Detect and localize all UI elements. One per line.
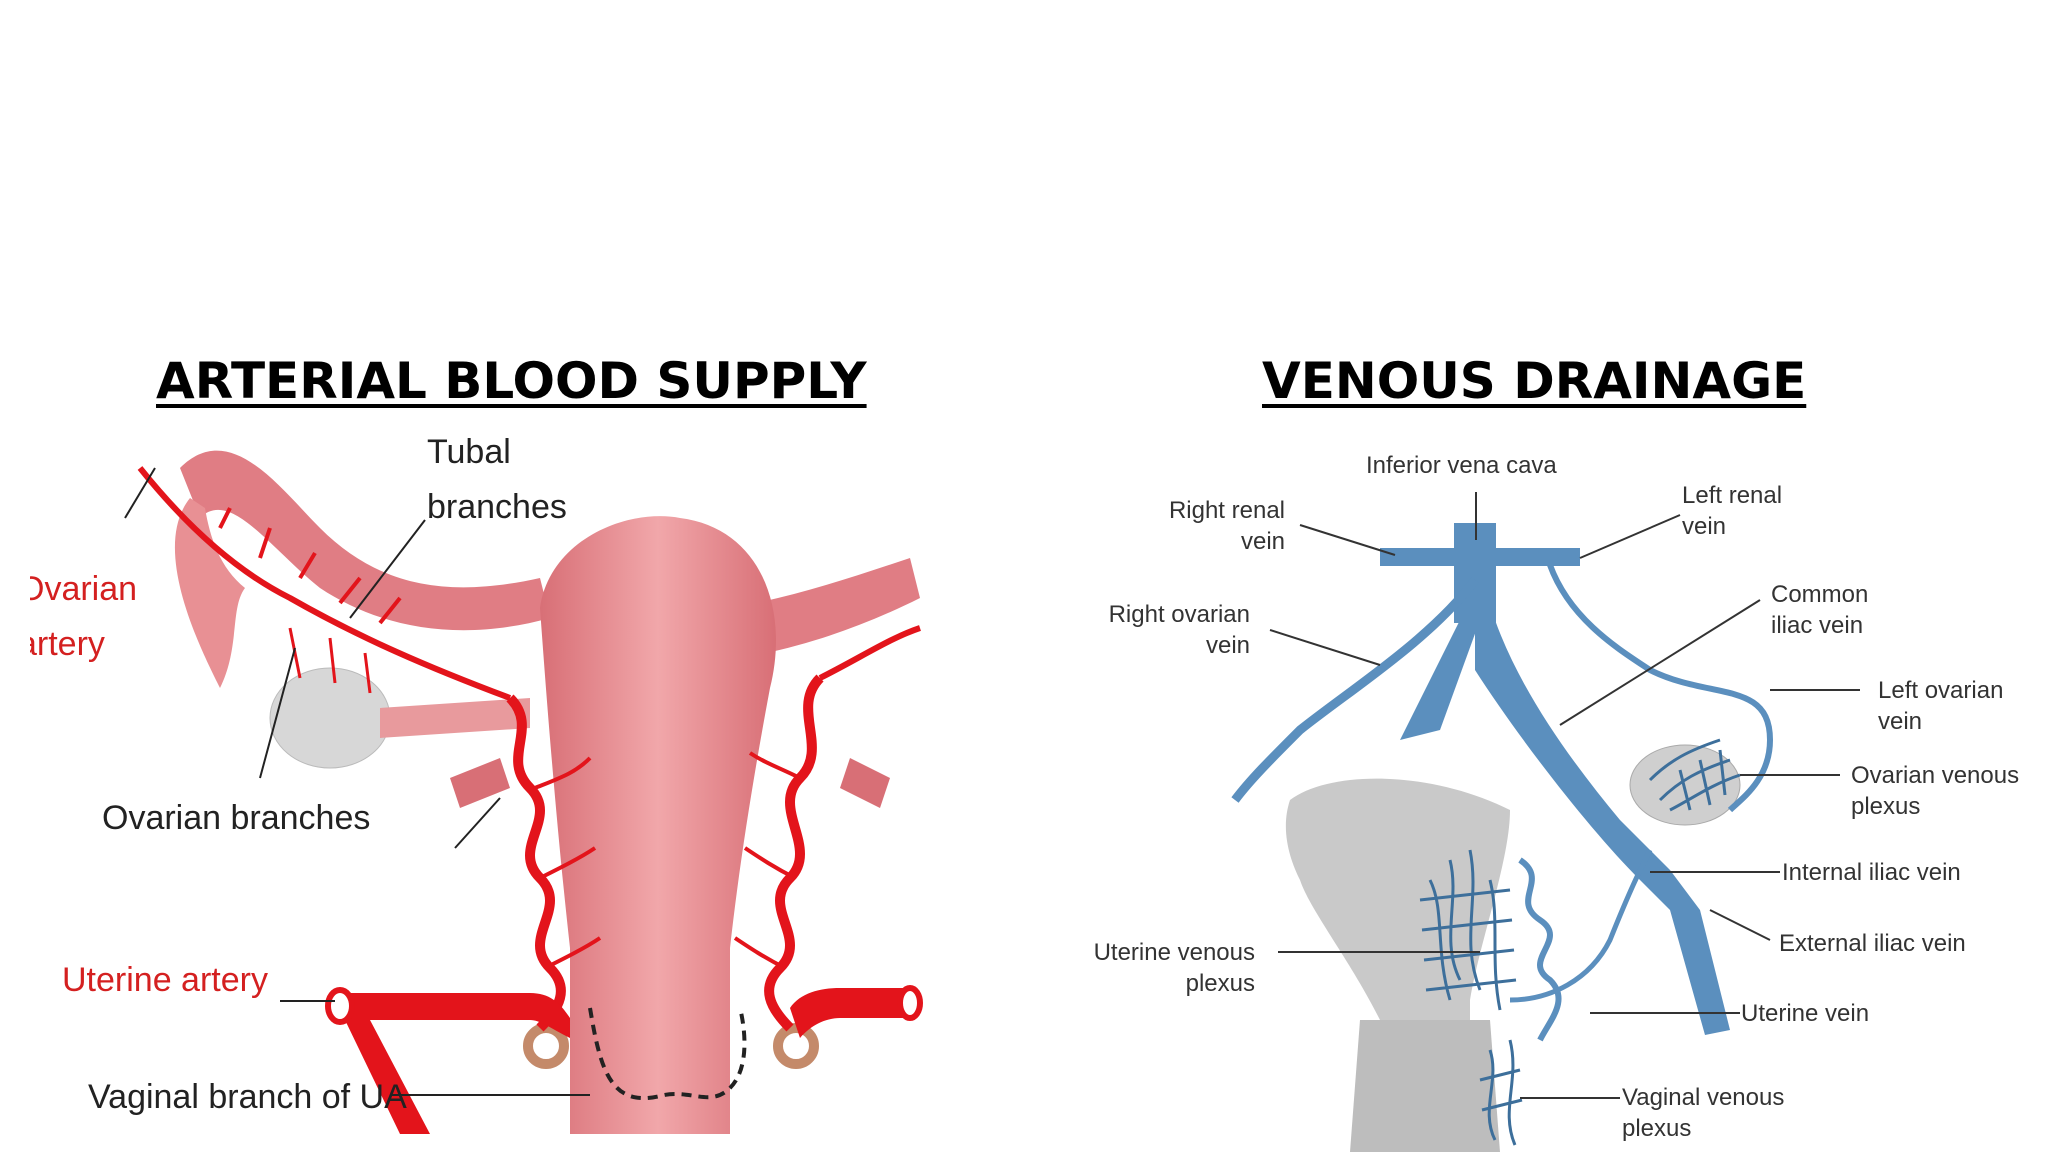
uterus-body [540,516,776,1134]
uterine-vein-label: Uterine vein [1741,1000,1869,1027]
internal-iliac-label: Internal iliac vein [1782,859,1961,886]
left-common-iliac-vessel [1475,620,1730,1035]
ovarian-artery-vessel [137,466,512,701]
right-uterine-artery-trunk [790,988,910,1038]
uterine-artery-label: Uterine artery [62,961,268,999]
uterine-wall-branches [534,751,801,970]
left-renal-leader-line [1579,514,1681,559]
common-iliac-leader-line [1559,599,1761,726]
right-ovarian-vessel [1231,577,1479,803]
left-round-ligament [450,758,510,808]
left-uterine-artery-vessel [506,694,566,1032]
uterine-vein-vessel [1509,848,1653,1003]
left-fallopian-tube [180,450,550,631]
vaginal-plexus-label-line1: Vaginal venous [1622,1084,1784,1111]
left-ovarian-label-line1: Left ovarian [1878,677,2003,704]
right-round-ligament [840,758,890,808]
right-uterine-artery-end [897,985,923,1021]
left-ovarian-vessel [1547,563,1774,813]
arterial-title: ARTERIAL BLOOD SUPPLY [156,352,867,410]
right-uterine-artery-vessel [764,674,824,1032]
left-ligament [380,698,530,738]
left-ovary [269,667,391,769]
right-renal-label-line1: Right renal [1169,497,1285,524]
left-vaginal-ring [523,1023,569,1069]
right-ovarian-label-line2: vein [1206,632,1250,659]
arterial-illustration: Tubal branches Ovarian artery Ovarian br… [18,433,923,1134]
ovarian-artery-leader-line [124,467,156,519]
vaginal-plexus-label-line2: plexus [1622,1115,1691,1142]
ovarian-artery-label-line2: artery [30,625,105,663]
venous-diagram: Inferior vena cava Right renal vein Left… [1050,440,2048,1152]
renal-veins [1380,548,1580,566]
vaginal-plexus-vessels [1479,1039,1523,1146]
tubal-label-line2: branches [427,488,567,526]
left-ovarian-label-line2: vein [1878,708,1922,735]
uterine-tortuous-vessel [1518,857,1562,1042]
ovarian-branches-leader-line [259,647,296,779]
arterial-diagram: Tubal branches Ovarian artery Ovarian br… [18,428,930,1134]
uterine-plexus-vessels [1419,849,1517,1011]
vaginal-branch-label: Vaginal branch of UA [88,1078,407,1116]
ovarian-branches-label: Ovarian branches [102,799,370,837]
ovarian-branches-leader-line-2 [454,797,501,849]
ovarian-plexus-label-line2: plexus [1851,793,1920,820]
grey-cervix [1350,1020,1500,1152]
vaginal-branch-vessel [588,1007,747,1100]
venous-illustration: Inferior vena cava Right renal vein Left… [1094,452,2019,1152]
ovarian-artery-label-line1: Ovarian [30,570,137,608]
tubal-leader-line [349,519,426,619]
left-uterine-artery-end [325,987,355,1025]
ovarian-plexus-vessels [1648,738,1741,812]
left-renal-label-line1: Left renal [1682,482,1782,509]
right-vaginal-ring [773,1023,819,1069]
left-uterine-artery-trunk [340,993,570,1038]
right-common-iliac-vessel [1400,620,1480,740]
common-iliac-label-line1: Common [1771,581,1868,608]
external-iliac-label: External iliac vein [1779,930,1966,957]
right-fallopian-tube [730,558,920,658]
right-ovarian-arcade [818,625,921,681]
external-iliac-leader-line [1709,909,1771,941]
ovarian-plexus-label-line1: Ovarian venous [1851,762,2019,789]
uterine-plexus-label-line1: Uterine venous [1094,939,1255,966]
ivc-label: Inferior vena cava [1366,452,1557,479]
tubal-label-line1: Tubal [427,433,511,471]
venous-title: VENOUS DRAINAGE [1262,352,1807,410]
common-iliac-label-line2: iliac vein [1771,612,1863,639]
uterine-plexus-label-line2: plexus [1186,970,1255,997]
right-ovarian-leader-line [1269,629,1381,666]
internal-iliac-branch [345,1020,430,1134]
left-renal-label-line2: vein [1682,513,1726,540]
right-ovarian-label-line1: Right ovarian [1109,601,1250,628]
ovarian-branch-vessels [288,627,372,694]
right-renal-label-line2: vein [1241,528,1285,555]
right-renal-leader-line [1299,524,1396,556]
fimbriae [174,498,245,688]
tubal-branch-vessels [218,507,402,625]
